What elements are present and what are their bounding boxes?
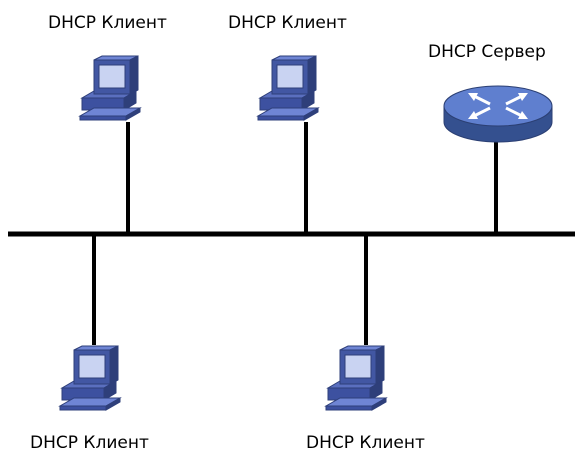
router-icon — [442, 84, 554, 144]
client-label: DHCP Клиент — [306, 433, 425, 453]
client-label: DHCP Клиент — [30, 433, 149, 453]
computer-icon — [257, 55, 319, 121]
server-label: DHCP Сервер — [428, 42, 546, 62]
computer-icon — [325, 345, 387, 411]
computer-icon — [59, 345, 121, 411]
client-label: DHCP Клиент — [228, 13, 347, 33]
client-label: DHCP Клиент — [48, 13, 167, 33]
computer-icon — [79, 55, 141, 121]
